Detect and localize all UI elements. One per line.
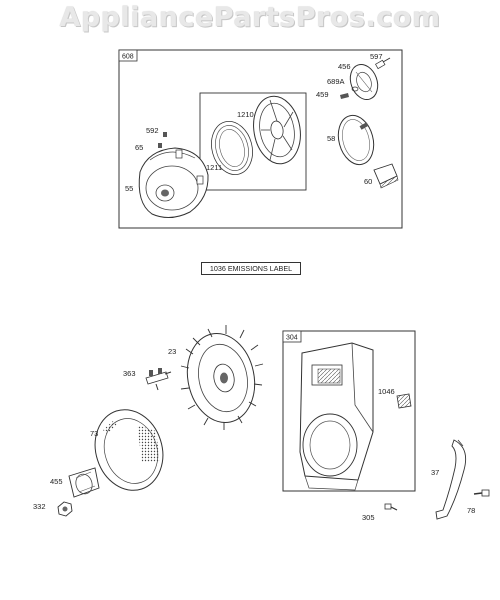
part-label-455: 455 (50, 477, 63, 486)
group-frame-608 (118, 49, 403, 229)
emissions-label-box[interactable]: 1036 EMISSIONS LABEL (201, 262, 301, 275)
part-label-689a: 689A (327, 77, 345, 86)
screw-78[interactable] (473, 489, 490, 497)
group-tag-304 (282, 330, 302, 343)
part-label-459: 459 (316, 90, 329, 99)
part-label-363: 363 (123, 369, 136, 378)
blower-housing[interactable] (299, 342, 374, 491)
group-label-304: 304 (286, 335, 298, 342)
part-label-58: 58 (327, 134, 335, 143)
starter-cup[interactable] (68, 467, 100, 498)
part-label-37: 37 (431, 468, 439, 477)
baffle-bracket[interactable] (435, 439, 467, 520)
part-label-78: 78 (467, 506, 475, 515)
pawl-459[interactable] (340, 93, 349, 99)
part-label-65: 65 (135, 143, 143, 152)
group-tag-608 (118, 49, 138, 62)
screw-305[interactable] (384, 503, 398, 511)
flywheel-nut[interactable] (57, 501, 73, 517)
part-label-55: 55 (125, 184, 133, 193)
flywheel-blower-group: 23 363 73 455 3 (33, 325, 490, 522)
rope-ring[interactable] (333, 111, 379, 168)
part-label-597: 597 (370, 52, 383, 61)
group-frame-304 (282, 330, 416, 492)
part-label-1046: 1046 (378, 387, 395, 396)
site-watermark: AppliancePartsPros.com (59, 2, 441, 33)
part-label-1211: 1211 (206, 163, 222, 172)
flywheel[interactable] (179, 325, 264, 430)
washer-689a[interactable] (351, 86, 359, 92)
spring-subgroup-frame (199, 92, 307, 191)
starter-pulley[interactable] (248, 93, 305, 168)
part-label-332: 332 (33, 502, 46, 511)
starter-housing[interactable] (138, 147, 209, 218)
recoil-starter-group: 608 55 592 65 1211 (118, 49, 403, 229)
flywheel-hardware-363[interactable] (145, 368, 172, 391)
hardware-65[interactable] (158, 143, 162, 148)
part-label-592: 592 (146, 126, 159, 135)
label-block-1046[interactable] (396, 393, 412, 409)
rewind-spring[interactable] (206, 117, 259, 180)
rotating-screen[interactable] (85, 401, 173, 499)
part-label-60: 60 (364, 177, 372, 186)
part-label-305: 305 (362, 513, 375, 522)
part-label-23: 23 (168, 347, 176, 356)
group-label-608: 608 (122, 54, 134, 61)
part-label-1210: 1210 (237, 110, 254, 119)
hardware-592[interactable] (163, 132, 167, 137)
part-label-73: 73 (90, 429, 98, 438)
part-label-456: 456 (338, 62, 351, 71)
screw-597[interactable] (375, 57, 391, 70)
starter-handle[interactable] (373, 163, 399, 189)
